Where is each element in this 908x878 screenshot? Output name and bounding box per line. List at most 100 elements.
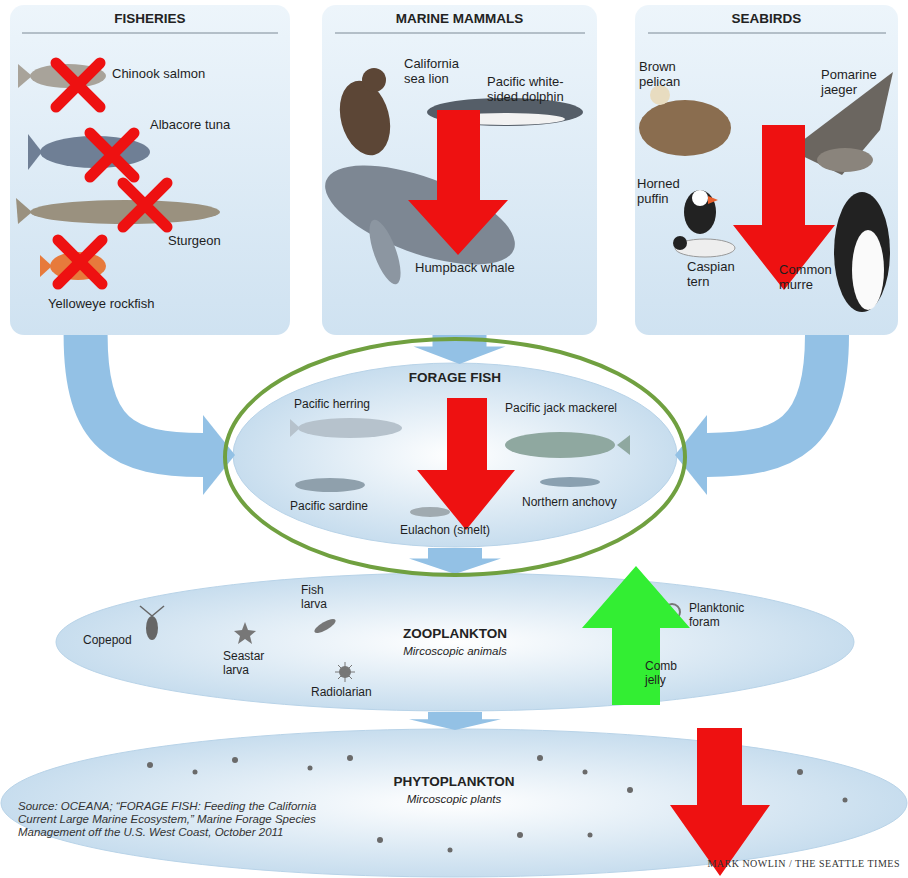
seastar-icon xyxy=(234,622,256,644)
flow-arrow xyxy=(409,712,501,730)
species-label: Albacore tuna xyxy=(150,118,270,133)
ellipse-shape xyxy=(1,729,907,877)
puffin-beak xyxy=(708,196,718,204)
species-label: Pacific white-sided dolphin xyxy=(487,75,591,105)
group-heading: FISHERIES xyxy=(10,11,290,27)
phyto-dot xyxy=(232,757,238,763)
mackerel-fish xyxy=(505,432,615,458)
herring-fish xyxy=(298,418,402,438)
heading-rule xyxy=(648,33,886,34)
pelican-body xyxy=(639,100,731,156)
species-label: Pacific herring xyxy=(294,398,414,412)
whale-body xyxy=(313,145,527,285)
arrow-shape xyxy=(409,548,501,574)
cross-mark xyxy=(56,63,100,107)
tuna-tail xyxy=(28,134,42,170)
cross-mark xyxy=(123,183,167,227)
ellipse-shape xyxy=(233,363,677,547)
phyto-dot xyxy=(797,769,803,775)
phyto-dot xyxy=(377,837,383,843)
copepod-icon xyxy=(146,616,158,640)
phyto-dot xyxy=(193,770,198,775)
salmon-tail xyxy=(18,64,32,88)
anchovy-fish xyxy=(540,477,600,487)
species-label: Mircoscopic animals xyxy=(55,645,855,658)
credit-line: MARK NOWLIN / THE SEATTLE TIMES xyxy=(600,858,900,870)
species-label: Horned puffin xyxy=(637,177,693,207)
phyto-dot xyxy=(517,832,523,838)
species-label: Seastar larva xyxy=(223,650,285,678)
herring-tail xyxy=(290,419,300,437)
whale-fin xyxy=(363,216,407,287)
copepod-antenna xyxy=(152,606,164,616)
phyto-dot xyxy=(843,798,848,803)
mackerel-tail xyxy=(617,435,630,455)
decline-arrow xyxy=(417,398,515,530)
species-label: Caspian tern xyxy=(687,260,747,290)
species-label: Copepod xyxy=(83,634,153,648)
sturgeon-tail xyxy=(16,198,32,224)
larva-icon xyxy=(313,617,338,636)
species-label: Sturgeon xyxy=(168,234,268,249)
arrow-body xyxy=(707,335,827,455)
smelt-fish xyxy=(410,507,450,517)
group-heading: MARINE MAMMALS xyxy=(322,11,597,27)
flow-arrow xyxy=(409,548,501,574)
phyto-dot xyxy=(588,833,593,838)
group-panel: FISHERIES Chinook salmonAlbacore tunaStur… xyxy=(10,5,290,335)
species-label: Pacific jack mackerel xyxy=(505,402,635,416)
rockfish-tail xyxy=(40,255,52,277)
species-label: Fish larva xyxy=(301,584,351,612)
phyto-dot xyxy=(308,766,313,771)
species-label: Comb jelly xyxy=(645,660,695,688)
group-heading: PHYTOPLANKTON xyxy=(0,774,908,790)
source-note: Source: OCEANA; “FORAGE FISH: Feeding th… xyxy=(18,800,323,840)
jaeger-wing xyxy=(790,72,893,175)
species-label: California sea lion xyxy=(404,57,476,87)
radiolarian-spikes xyxy=(335,662,355,682)
species-label: Chinook salmon xyxy=(112,67,232,82)
heading-rule xyxy=(22,33,278,34)
flow-arrow xyxy=(675,335,827,495)
increase-arrow xyxy=(582,566,690,705)
phyto-dot xyxy=(448,848,453,853)
phyto-dot xyxy=(147,762,153,768)
murre-belly xyxy=(852,230,884,310)
species-label: Humpback whale xyxy=(415,261,535,276)
trophic-ellipse: ZOOPLANKTON Mircoscopic animals Fish larva… xyxy=(55,572,855,712)
decline-arrow xyxy=(670,728,770,876)
puffin-body xyxy=(684,190,716,234)
cross-mark xyxy=(90,133,134,177)
species-label: Radiolarian xyxy=(311,686,401,700)
group-heading: ZOOPLANKTON xyxy=(55,626,855,642)
tern-cap xyxy=(673,236,687,250)
sea-lion-head xyxy=(362,68,386,92)
ellipse-shape xyxy=(56,573,854,711)
species-label: Northern anchovy xyxy=(522,496,632,510)
decline-arrow xyxy=(408,110,508,255)
species-label: Brown pelican xyxy=(639,60,701,90)
sea-lion-body xyxy=(332,75,398,161)
group-heading: FORAGE FISH xyxy=(232,370,678,386)
highlight-ring xyxy=(225,339,685,575)
puffin-face xyxy=(692,190,708,206)
jaeger-body xyxy=(817,148,873,172)
species-label: Pacific sardine xyxy=(290,500,400,514)
species-label: Yelloweye rockfish xyxy=(48,297,208,312)
species-label: Eulachon (smelt) xyxy=(400,524,510,538)
phyto-dot xyxy=(347,755,353,761)
sardine-fish xyxy=(295,478,365,492)
ellipse-outline xyxy=(55,572,855,712)
arrow-shape xyxy=(409,712,501,730)
phyto-dot xyxy=(583,770,588,775)
phyto-dot xyxy=(537,755,543,761)
species-label: Pomarine jaeger xyxy=(821,68,891,98)
flow-arrow xyxy=(86,335,235,495)
phyto-dot xyxy=(627,787,633,793)
arrow-body xyxy=(86,335,203,455)
decline-arrow xyxy=(733,125,835,290)
murre-body xyxy=(834,192,890,312)
group-heading: SEABIRDS xyxy=(635,11,898,27)
copepod-antenna xyxy=(140,606,152,616)
